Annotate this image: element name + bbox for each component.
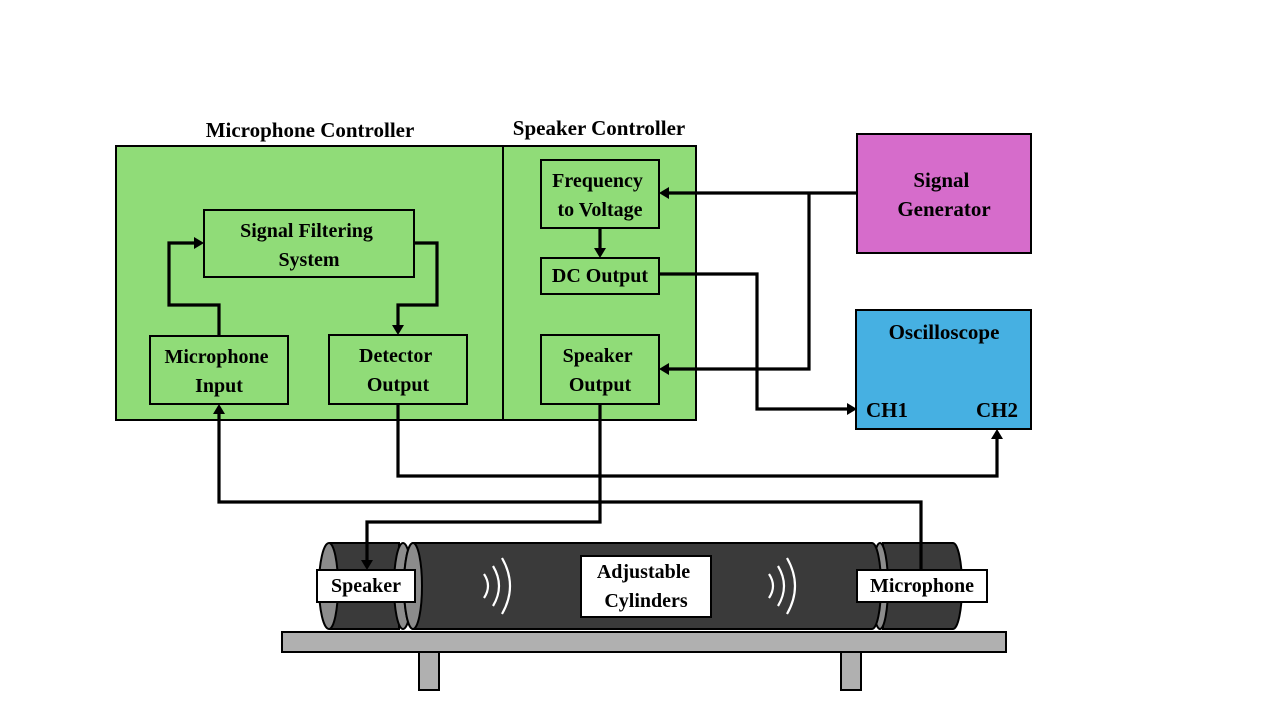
arrow-to-dc-output xyxy=(594,248,606,258)
microphone-controller-panel xyxy=(115,145,504,421)
oscilloscope-ch2-label: CH2 xyxy=(976,398,1018,422)
wire-microphone-to-input xyxy=(217,414,923,570)
table-leg-right xyxy=(840,649,862,691)
cylinders-label: Adjustable Cylinders xyxy=(597,561,695,612)
cylinders-label-box xyxy=(580,555,712,618)
speaker-label: Speaker xyxy=(331,575,401,597)
signal-generator-box xyxy=(856,133,1032,254)
table-leg-left xyxy=(418,649,440,691)
arrow-to-ch2 xyxy=(991,429,1003,439)
signal-generator-label: Signal Generator xyxy=(897,168,990,221)
arrow-to-detector xyxy=(392,325,404,335)
speaker-controller-title: Speaker Controller xyxy=(513,116,685,140)
microphone-label: Microphone xyxy=(870,575,974,597)
arrow-to-filter xyxy=(194,237,204,249)
arrow-to-mic-input xyxy=(213,404,225,414)
arrow-to-ch1 xyxy=(847,403,857,415)
arrow-to-freq xyxy=(659,187,669,199)
wire-filter-to-detector xyxy=(396,241,439,325)
microphone-label-box xyxy=(856,569,988,603)
microphone-input-label: Microphone Input xyxy=(164,346,273,397)
oscilloscope-ch1-label: CH1 xyxy=(866,398,908,422)
microphone-controller-title: Microphone Controller xyxy=(206,118,415,142)
wire-detector-to-ch2 xyxy=(396,404,999,478)
wire-mic-input-to-filter xyxy=(167,241,221,336)
sound-wave-icon-left xyxy=(483,557,512,615)
wire-speaker-output-to-speaker xyxy=(365,404,602,560)
table-top xyxy=(281,631,1007,653)
wire-dc-to-ch1 xyxy=(659,272,847,411)
connection-wires xyxy=(167,187,1003,570)
oscilloscope-box xyxy=(855,309,1032,430)
speaker-output-label: Speaker Output xyxy=(563,345,638,396)
detector-output-label: Detector Output xyxy=(359,345,437,396)
frequency-to-voltage-label: Frequency to Voltage xyxy=(552,170,648,221)
sound-wave-icon-right xyxy=(768,557,797,615)
arrow-to-speaker-output xyxy=(659,363,669,375)
speaker-label-box xyxy=(316,569,416,603)
oscilloscope-title: Oscilloscope xyxy=(889,320,1000,344)
wire-generator-to-speaker-output xyxy=(669,193,811,371)
signal-filtering-label: Signal Filtering System xyxy=(240,220,378,271)
dc-output-label: DC Output xyxy=(552,265,648,287)
arrow-to-speaker xyxy=(361,560,373,570)
